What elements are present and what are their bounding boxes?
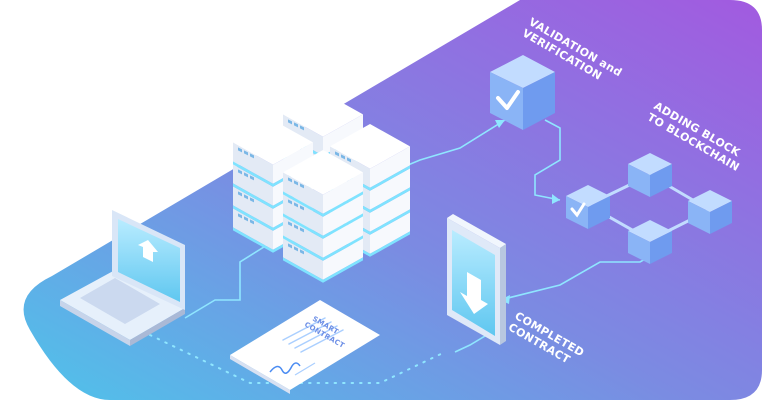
validation-cube-icon: [490, 55, 555, 130]
smart-contract-document-icon: SMART CONTRACT: [230, 300, 380, 394]
server-tower: [283, 150, 363, 283]
chain-blocks: [566, 153, 732, 264]
chain-block: [628, 153, 672, 197]
check-icon: [570, 202, 586, 218]
chain-block: [628, 220, 672, 264]
chain-block: [688, 190, 732, 234]
server-cluster-icon: [233, 92, 410, 283]
validated-block: [566, 185, 610, 229]
blockchain-icon: [566, 153, 732, 264]
laptop-upload-icon: [60, 210, 185, 346]
phone-download-icon: [447, 214, 506, 345]
